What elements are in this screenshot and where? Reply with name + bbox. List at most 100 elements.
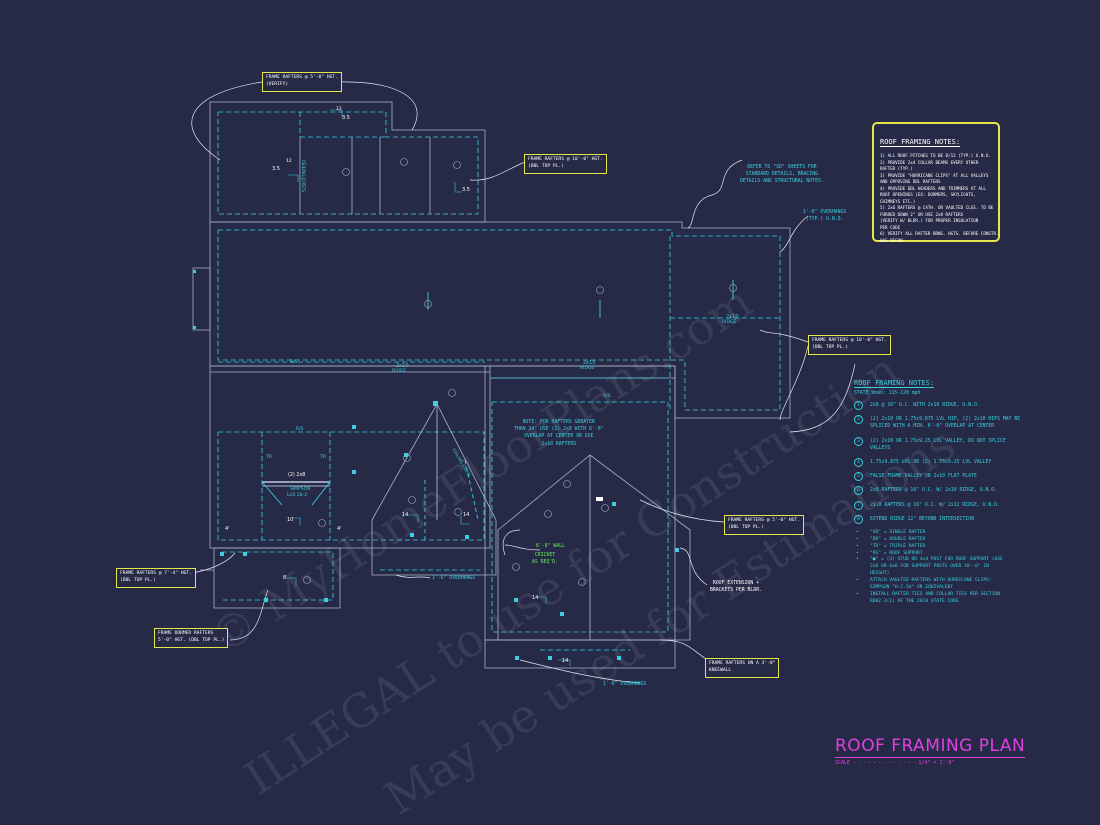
framing-note-text: 1.75x9.875 LVL OR (2) 1.75x9.25 LVL VALL… [870, 459, 992, 465]
dim-8-a: 8 [283, 575, 287, 581]
note-number-circle: 4 [854, 457, 863, 467]
framing-bullet-line: 2x6 OR 6x6 FOR SUPPORT POSTS OVER 10'-0"… [870, 564, 989, 570]
callout-rafters-10ft-b: FRAME RAFTERS @ 10'-0" HGT. (DBL TOP PL.… [808, 335, 891, 355]
callout-line: (DBL TOP PL.) [728, 524, 764, 530]
scale-label: SCALE [835, 760, 851, 766]
note-line: NOTE: FOR RAFTERS GREATER [522, 420, 595, 425]
legend-line: PER CODE [880, 224, 901, 230]
framing-bullet-line: R802.3(1) OF THE 2018 STATE CODE. [870, 598, 962, 604]
title-block: ROOF FRAMING PLAN SCALE - - - - - - - - … [835, 736, 1026, 766]
legend-heading: ROOF FRAMING NOTES: [880, 138, 961, 147]
two-2x8-label: (2) 2x8 [288, 473, 306, 478]
dim-14-a: 14 [402, 512, 409, 518]
ridge-word-2: RIDGE [580, 366, 595, 371]
framing-note-text: (2) 2x10 OR 1.75x9.25 LVL VALLEY, DO NOT… [870, 438, 1006, 444]
note-number-circle: 5 [854, 472, 863, 482]
note-refer-sd: REFER TO "SD" SHEETS FOR STANDARD DETAIL… [740, 164, 824, 186]
legend-line: 4) PROVIDE DBL HEADERS AND TRIMMERS AT A… [880, 185, 986, 191]
note-number-circle: 2 [854, 415, 863, 425]
tr-label-2: TR [320, 455, 326, 460]
framing-bullet-line: INSTALL RAFTER TIES AND COLLAR TIES PER … [854, 592, 1054, 599]
ridge-label-2: 2x10 [583, 360, 596, 366]
framing-note-item: 6 2x8 RAFTERS @ 16" O.C. W/ 2x10 RIDGE, U… [854, 486, 1054, 496]
callout-rafters-7ft4: FRAME RAFTERS @ 7'-4" HGT. (DBL TOP PL.) [116, 568, 196, 588]
ridge-label-1: 2x10 [396, 363, 409, 369]
note-line: 1'-0" OVERHANGS [803, 210, 847, 215]
roof-framing-notes-list: ROOF FRAMING NOTES: STATE Vmax: 115-120 … [854, 370, 1054, 606]
legend-line: (VERIFY W/ BLDR.) FOR PROPER INSULATION [880, 218, 979, 223]
callout-line: FRAME RAFTERS @ 10'-0" HGT. [528, 157, 603, 162]
callout-line: FRAME DORMER RAFTERS [158, 631, 214, 636]
scale-value: 1/4" = 1'-0" [918, 760, 955, 766]
callout-rafters-5ft-dbl: FRAME RAFTERS @ 5'-0" HGT. (DBL TOP PL.) [724, 515, 804, 535]
callout-rafters-5ft-verify: FRAME RAFTERS @ 5'-0" HGT. (VERIFY) [262, 72, 342, 92]
note-number-circle: 6 [854, 486, 863, 496]
dormer-outline-2 [497, 454, 691, 641]
rs-label-3: R/S [603, 394, 611, 399]
notes-bullets: "SR" = SINGLE RAFTER"DR" = DOUBLE RAFTER… [854, 530, 1054, 606]
note-line: BRACKETS PER BLDR. [710, 588, 762, 594]
page-title: ROOF FRAMING PLAN [835, 736, 1026, 758]
note-overhangs-left: 1'-6" OVERHANGS [432, 576, 476, 581]
callout-line: FRAME RAFTERS ON A 3'-0" [709, 661, 776, 666]
framing-note-text: 2x8 RAFTERS @ 16" O.C. W/ 2x10 RIDGE, U.… [870, 488, 998, 494]
roof-framing-notes-box: ROOF FRAMING NOTES: 1) ALL ROOF PITCHES … [872, 122, 1000, 244]
legend-line: 3) PROVIDE "HURRICANE CLIPS" AT ALL VALL… [880, 172, 989, 178]
dim-4-b: 4' [337, 526, 342, 532]
note-overhangs-typ: 1'-0" OVERHANGS (TYP.) U.N.O. [803, 209, 846, 223]
note-roof-extension: ROOF EXTENSION + BRACKETS PER BLDR. [710, 580, 762, 594]
legend-line: RAFTER (TYP.) [880, 166, 913, 171]
legend-lines: 1) ALL ROOF PITCHES TO BE 8/12 (TYP.) U.… [880, 153, 999, 244]
framing-note-item: 5 FALSE FRAME VALLEY ON 2x10 FLAT PLATE [854, 472, 1054, 482]
framing-bullet-line: "SR" = SINGLE RAFTER [854, 530, 1054, 537]
callout-line: (DBL TOP PL.) [812, 344, 848, 350]
callout-kneewall: FRAME RAFTERS ON A 3'-0" KNEEWALL [705, 658, 780, 678]
legend-line: 1) ALL ROOF PITCHES TO BE 8/12 (TYP.) U.… [880, 153, 991, 158]
ceiling-joists-label-1: CEILING JOISTS [301, 160, 306, 192]
legend-line: FURRED DOWN 2" OR USE 2x8 RAFTERS [880, 211, 964, 217]
wall-outline-main [209, 221, 791, 419]
legend-line: 5) 2x6 RAFTERS @ CATH. OR VAULTED CLGS. … [880, 205, 994, 210]
ridge-label-3: 2x10 [726, 314, 739, 320]
callout-line: KNEEWALL [709, 667, 732, 673]
simpson-label-1: SIMPSON [290, 487, 311, 492]
callout-line: (DBL TOP PL.) [120, 577, 156, 583]
note-number-circle: 8 [854, 514, 863, 524]
scale-dashes: - - - - - - - - - - - - - [853, 760, 919, 766]
wall-outline-lower-left [209, 365, 491, 549]
note-line: OVERLAP AT CENTER OR USE [524, 434, 594, 440]
note-overhangs-bottom: 1'-6" OVERHANGS [603, 682, 647, 687]
framing-note-text: FALSE FRAME VALLEY ON 2x10 FLAT PLATE [870, 474, 977, 480]
framing-note-text: EXTEND RIDGE 12" BEYOND INTERSECTION [870, 516, 974, 522]
note-cricket: CRICKET AS REQ'D. [532, 552, 558, 566]
callout-line: (DBL TOP PL.) [528, 163, 564, 169]
notes-state-wind: STATE Vmax: 115-120 mph [854, 391, 921, 396]
wall-outline-bay [213, 547, 341, 609]
framing-note-item: 3(2) 2x10 OR 1.75x9.25 LVL VALLEY, DO NO… [854, 436, 1054, 452]
framing-note-text: 2x10 RAFTERS @ 16" O.C. W/ 2x12 RIDGE, U… [870, 502, 1000, 508]
dim-12-b: 12 [286, 159, 292, 164]
simpson-label-2: LUS 28-2 [287, 493, 308, 498]
ridge-word-1: RIDGE [392, 369, 407, 374]
note-line: (TYP.) U.N.O. [805, 217, 844, 223]
dim-14-d: 14 [562, 658, 569, 664]
rs-label-1: R/S [290, 360, 298, 365]
legend-line: AND OPPOSING DBL RAFTERS [880, 179, 941, 184]
framing-note-text: (2) 2x10 OR 1.75x9.875 LVL HIP, (2) 2x10… [870, 417, 1021, 423]
note-line: 2x10 RAFTERS [541, 441, 577, 447]
dim-35-a: 3.5 [272, 166, 280, 172]
framing-bullet-line: "RS" = ROOF SUPPORT [854, 551, 1054, 558]
dim-35-b: 3.5 [342, 115, 350, 121]
callout-line: FRAME RAFTERS @ 7'-4" HGT. [120, 571, 192, 576]
framing-bullet-line: SIMPSON "H-2.5A" OR EQUIVALENT [870, 585, 953, 590]
legend-line: ROOF OPENINGS (EX: DORMERS, SKYLIGHTS, [880, 192, 976, 197]
note-line: CRICKET [534, 553, 556, 558]
framing-note-item: 2 (2) 2x10 OR 1.75x9.875 LVL HIP, (2) 2x1… [854, 415, 1054, 430]
dim-35-c: 3.5 [462, 187, 470, 193]
legend-line: HAS BEGUN [880, 237, 903, 243]
dormer-outline [371, 403, 497, 576]
framing-note-text: SPLICED WITH A MIN. 6'-0" OVERLAP AT CEN… [870, 424, 995, 430]
